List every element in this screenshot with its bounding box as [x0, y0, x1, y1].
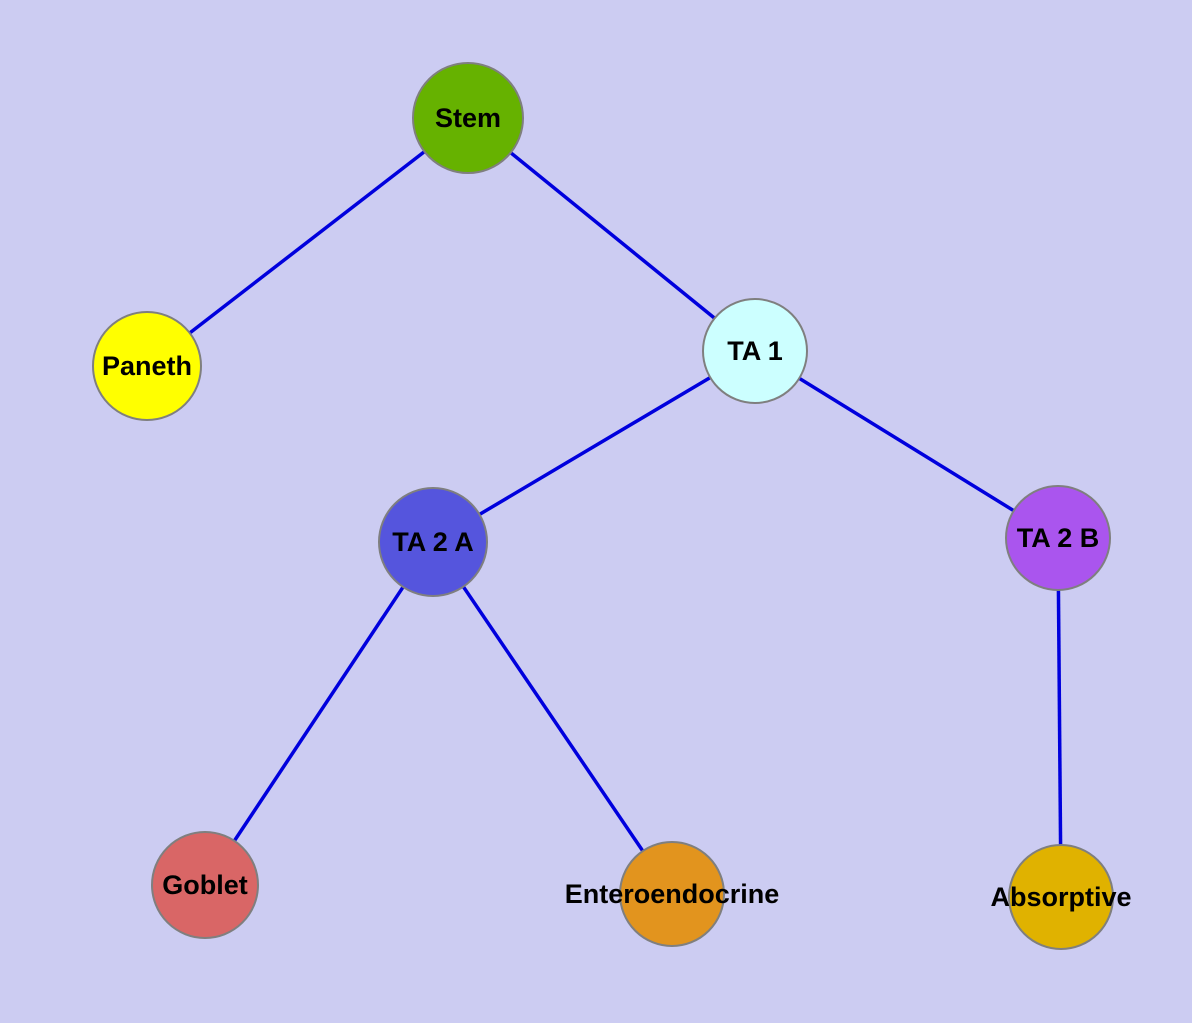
node-paneth[interactable]: Paneth [92, 311, 202, 421]
edge-ta2b-absorptive [1056, 537, 1063, 898]
node-circle-absorptive[interactable] [1008, 844, 1114, 950]
node-circle-goblet[interactable] [151, 831, 259, 939]
node-stem[interactable]: Stem [412, 62, 524, 174]
edge-layer [145, 116, 1063, 898]
edge-ta2a-goblet [203, 541, 435, 886]
node-ta2a[interactable]: TA 2 A [378, 487, 488, 597]
edge-stem-paneth [145, 116, 470, 368]
edge-ta1-ta2a [432, 349, 756, 544]
node-circle-paneth[interactable] [92, 311, 202, 421]
edge-ta2a-enteroendocrine [431, 541, 674, 895]
edge-ta1-ta2b [754, 349, 1059, 540]
node-circle-stem[interactable] [412, 62, 524, 174]
node-ta1[interactable]: TA 1 [702, 298, 808, 404]
edge-stem-ta1 [466, 116, 757, 353]
node-goblet[interactable]: Goblet [151, 831, 259, 939]
node-circle-ta2a[interactable] [378, 487, 488, 597]
node-circle-ta1[interactable] [702, 298, 808, 404]
node-circle-ta2b[interactable] [1005, 485, 1111, 591]
node-circle-enteroendocrine[interactable] [619, 841, 725, 947]
node-enteroendocrine[interactable]: Enteroendocrine [565, 841, 780, 947]
node-ta2b[interactable]: TA 2 B [1005, 485, 1111, 591]
node-absorptive[interactable]: Absorptive [990, 844, 1132, 950]
